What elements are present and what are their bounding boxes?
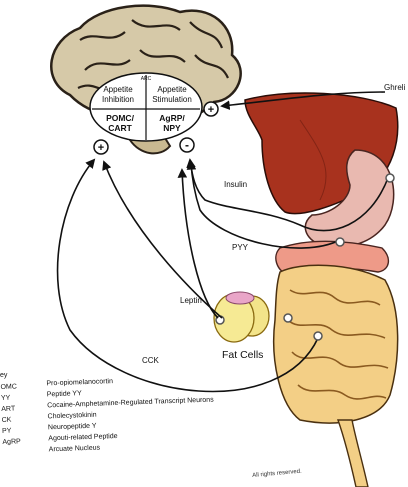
brainstem [128,136,172,155]
leptin-to-plus-arrow [102,160,223,319]
stomach [304,149,395,248]
cck-label: CCK [142,356,160,365]
legend: ey OMC Pro-opiomelanocortin YY Peptide Y… [0,372,408,487]
svg-text:-: - [185,138,189,152]
rectum [337,419,369,487]
leptin-label: Leptin [180,296,202,305]
insulin-arrow [186,158,389,232]
ghrelin-label: Ghreli [384,83,406,92]
plus-left-marker: + [93,139,109,155]
agrp-npy-label: AgRP/NPY [159,113,185,133]
small-intestine [272,264,399,424]
fat-cells-label: Fat Cells [222,349,263,361]
arrow-origins [283,173,395,341]
insulin-label: Insulin [224,180,247,189]
svg-text:+: + [208,104,214,116]
brain-folds [77,19,230,91]
minus-center-marker: - [179,137,195,153]
arrows [56,91,389,393]
svg-text:+: + [98,142,104,154]
ghrelin-arrow [220,91,386,110]
copyright-text: All rights reserved. [252,468,303,479]
plus-right-marker: + [203,101,219,117]
pyy-arrow [186,160,341,249]
cck-arrow [56,158,319,393]
pomc-cart-label: POMC/CART [106,113,135,133]
arc-label: ARC [141,76,152,82]
intestine-loops [287,289,389,400]
fat-cells [213,291,270,343]
pyy-label: PYY [232,243,249,252]
